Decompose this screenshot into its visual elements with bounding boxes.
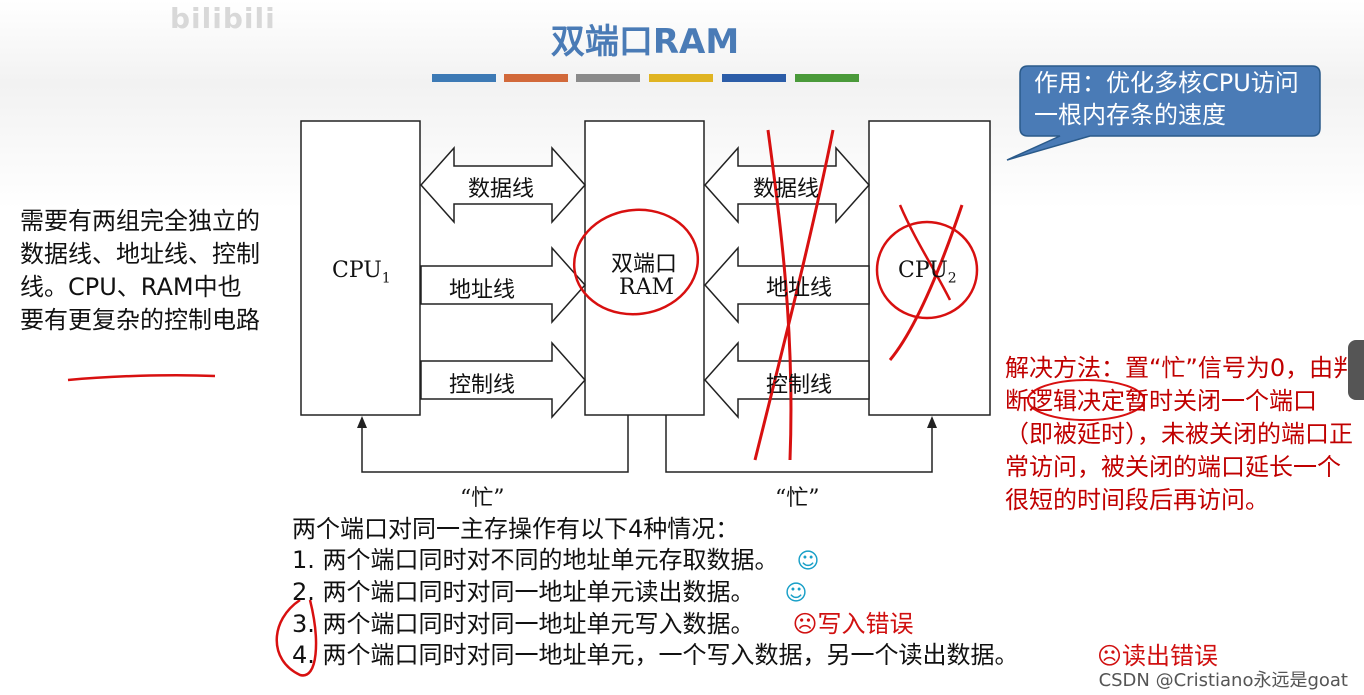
write-error-mark: ☹写入错误 xyxy=(792,610,914,638)
case-item: 4. 两个端口同时对同一地址单元，一个写入数据，另一个读出数据。 xyxy=(292,640,1019,671)
cpu2-strike xyxy=(888,204,964,361)
addr-bus-right-label: 地址线 xyxy=(766,276,833,301)
side-tab[interactable] xyxy=(1348,340,1364,400)
smile-icon: ☺ xyxy=(784,581,808,606)
cpu2-box xyxy=(868,120,991,416)
strike-line-2 xyxy=(753,129,835,461)
callout-bubble xyxy=(1006,65,1321,161)
busy-left-label: “忙” xyxy=(460,486,505,511)
data-bus-right-arrow xyxy=(703,146,871,224)
cases-heading: 两个端口对同一主存操作有以下4种情况： xyxy=(292,515,740,543)
busy-arrowhead-left xyxy=(357,416,367,428)
color-bar xyxy=(722,74,786,82)
watermark: bilibili xyxy=(170,2,276,35)
strike-line-1 xyxy=(766,129,793,461)
color-bars xyxy=(432,74,862,82)
case-item: 2. 两个端口同时对同一地址单元读出数据。 ☺ xyxy=(292,577,1019,609)
logic-circle-annotation xyxy=(1027,379,1145,421)
ctrl-bus-right-label: 控制线 xyxy=(766,373,833,398)
busy-line-left xyxy=(361,415,629,473)
solution-note: 解决方法：置“忙”信号为0，由判断逻辑决定暂时关闭一个端口（即被延时），未被关闭… xyxy=(1005,354,1358,514)
case-item: 3. 两个端口同时对同一地址单元写入数据。 ☹写入错误 xyxy=(292,609,1019,640)
ctrl-bus-left-arrow xyxy=(420,341,587,419)
case-text: 4. 两个端口同时对同一地址单元，一个写入数据，另一个读出数据。 xyxy=(292,641,1019,669)
cpu1-label: CPU1 xyxy=(332,258,391,286)
read-error-mark: ☹读出错误 xyxy=(1097,642,1219,670)
smile-icon: ☺ xyxy=(796,549,820,574)
cases-list: 两个端口对同一主存操作有以下4种情况： 1. 两个端口同时对不同的地址单元存取数… xyxy=(292,514,1019,671)
cpu2-label: CPU2 xyxy=(898,258,957,286)
case-text: 1. 两个端口同时对不同的地址单元存取数据。 xyxy=(292,546,779,574)
ram-circle-annotation xyxy=(572,208,700,316)
callout-text: 作用：优化多核CPU访问一根内存条的速度 xyxy=(1034,69,1299,129)
ram-box xyxy=(584,120,705,416)
busy-line-right xyxy=(665,415,933,473)
cpu1-text: CPU xyxy=(332,258,382,283)
data-bus-right-label: 数据线 xyxy=(753,177,820,202)
color-bar xyxy=(649,74,713,82)
cpu2-sub: 2 xyxy=(947,270,957,287)
addr-bus-left-label: 地址线 xyxy=(449,278,516,303)
case-text: 3. 两个端口同时对同一地址单元写入数据。 xyxy=(292,610,755,638)
ram-label-line1: 双端口 xyxy=(611,252,678,277)
cpu1-sub: 1 xyxy=(381,270,391,287)
ctrl-bus-right-arrow xyxy=(703,341,870,419)
case3-bracket xyxy=(275,598,318,677)
data-bus-left-label: 数据线 xyxy=(468,177,535,202)
cpu2-circle-annotation xyxy=(875,220,979,320)
cpu2-strike-2 xyxy=(898,204,952,301)
case-text: 2. 两个端口同时对同一地址单元读出数据。 xyxy=(292,578,755,606)
ram-label-line2: RAM xyxy=(619,275,674,300)
color-bar xyxy=(795,74,859,82)
addr-bus-left-arrow xyxy=(420,246,587,324)
color-bar xyxy=(432,74,496,82)
data-bus-left-arrow xyxy=(419,146,587,224)
page-title: 双端口RAM xyxy=(550,22,740,62)
busy-right-label: “忙” xyxy=(775,486,820,511)
case-item: 1. 两个端口同时对不同的地址单元存取数据。 ☺ xyxy=(292,545,1019,577)
credit-watermark: CSDN @Cristiano永远是goat xyxy=(1098,670,1348,691)
left-note: 需要有两组完全独立的数据线、地址线、控制线。CPU、RAM中也要有更复杂的控制电… xyxy=(20,207,260,334)
color-bar xyxy=(504,74,568,82)
left-note-underline xyxy=(67,373,216,382)
cpu1-box xyxy=(300,120,421,416)
busy-arrowhead-right xyxy=(927,416,937,428)
color-bar xyxy=(576,74,640,82)
cpu2-text: CPU xyxy=(898,258,948,283)
ctrl-bus-left-label: 控制线 xyxy=(449,373,516,398)
